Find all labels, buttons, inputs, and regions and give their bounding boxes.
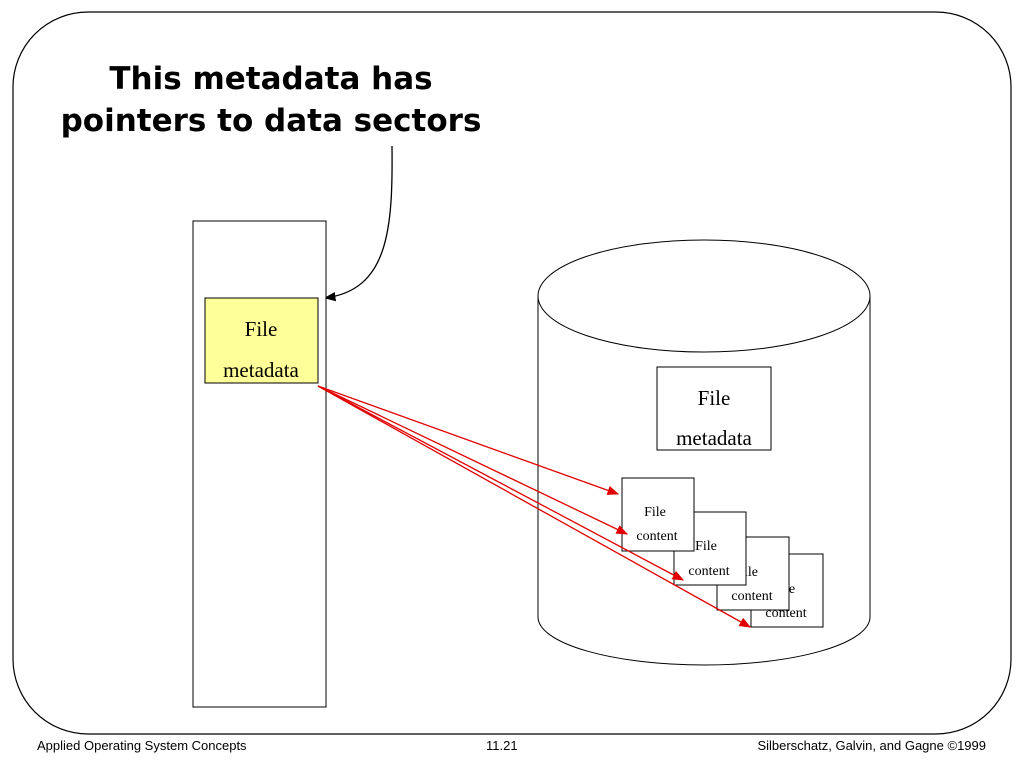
slide-frame: [12, 11, 1012, 735]
content-2-label-1: File: [695, 539, 717, 554]
footer-authors: Silberschatz, Galvin, and Gagne ©1999: [757, 738, 986, 753]
data-sector-pointers: [317, 385, 752, 628]
title-line-1: This metadata has: [109, 61, 432, 97]
pointer-arrow-3: [317, 385, 685, 581]
pointer-arrow-2: [317, 385, 629, 535]
content-3-label-2: content: [731, 589, 772, 604]
content-1-label-1: File: [644, 505, 666, 520]
memory-metadata-label-1: File: [245, 317, 278, 341]
title-line-2: pointers to data sectors: [61, 103, 482, 139]
disk-file-metadata-block: [656, 366, 772, 451]
content-3-label-1: ile: [744, 565, 758, 580]
disk-cylinder-top: [537, 239, 871, 353]
content-1-label-2: content: [636, 529, 677, 544]
pointer-arrow-4: [317, 385, 752, 628]
content-4-label-1: e: [789, 582, 795, 597]
memory-file-metadata-block: [204, 297, 319, 384]
file-content-block-1: File content: [621, 477, 695, 552]
disk-metadata-label-1: File: [698, 386, 731, 410]
footer-course-title: Applied Operating System Concepts: [37, 738, 247, 753]
memory-column: [192, 220, 327, 708]
pointer-arrow-1: [317, 385, 620, 495]
footer-slide-number: 11.21: [486, 738, 518, 753]
memory-metadata-label-2: metadata: [223, 358, 299, 382]
title-pointer-arrow: [323, 145, 393, 302]
content-2-label-2: content: [688, 564, 729, 579]
disk-metadata-label-2: metadata: [676, 426, 752, 450]
